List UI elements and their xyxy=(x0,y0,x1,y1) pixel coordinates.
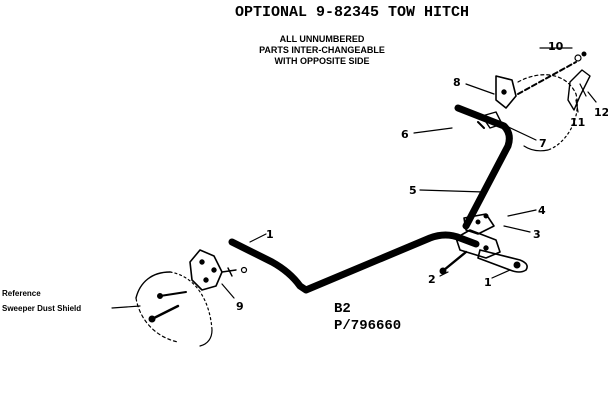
callout-7: 7 xyxy=(539,137,547,150)
upper-rod xyxy=(454,104,513,230)
tow-bar xyxy=(228,231,480,294)
callout-8: 8 xyxy=(453,76,461,89)
callout-10: 10 xyxy=(548,40,564,53)
section-code: B2 xyxy=(334,301,351,317)
callout-11: 11 xyxy=(570,116,585,129)
reference-leader xyxy=(111,305,141,309)
callout-9: 9 xyxy=(236,300,244,313)
callout-3: 3 xyxy=(533,228,541,241)
part-ref-code: P/796660 xyxy=(334,318,401,334)
note-line-1: ALL UNNUMBERED xyxy=(280,34,365,44)
callout-1-right: 1 xyxy=(484,276,492,289)
callout-12: 12 xyxy=(594,106,608,119)
callout-6: 6 xyxy=(401,128,409,141)
left-bracket xyxy=(189,249,248,291)
callout-5: 5 xyxy=(409,184,417,197)
left-bolts xyxy=(148,291,187,323)
note-line-2: PARTS INTER-CHANGEABLE xyxy=(259,45,385,55)
callout-arrows xyxy=(221,47,597,299)
hitch-tongue xyxy=(477,249,528,273)
right-dust-shield xyxy=(517,74,578,152)
bolt-2 xyxy=(439,250,468,275)
diagram-title: OPTIONAL 9-82345 TOW HITCH xyxy=(235,4,469,21)
callout-4: 4 xyxy=(538,204,546,217)
note-line-3: WITH OPPOSITE SIDE xyxy=(274,56,369,66)
callout-2: 2 xyxy=(428,273,436,286)
sweeper-dust-shield xyxy=(135,271,213,347)
reference-label-line-2: Sweeper Dust Shield xyxy=(2,304,81,313)
hardware-10-11-12 xyxy=(517,51,591,111)
callout-1-left: 1 xyxy=(266,228,274,241)
reference-label-line-1: Reference xyxy=(2,289,41,298)
